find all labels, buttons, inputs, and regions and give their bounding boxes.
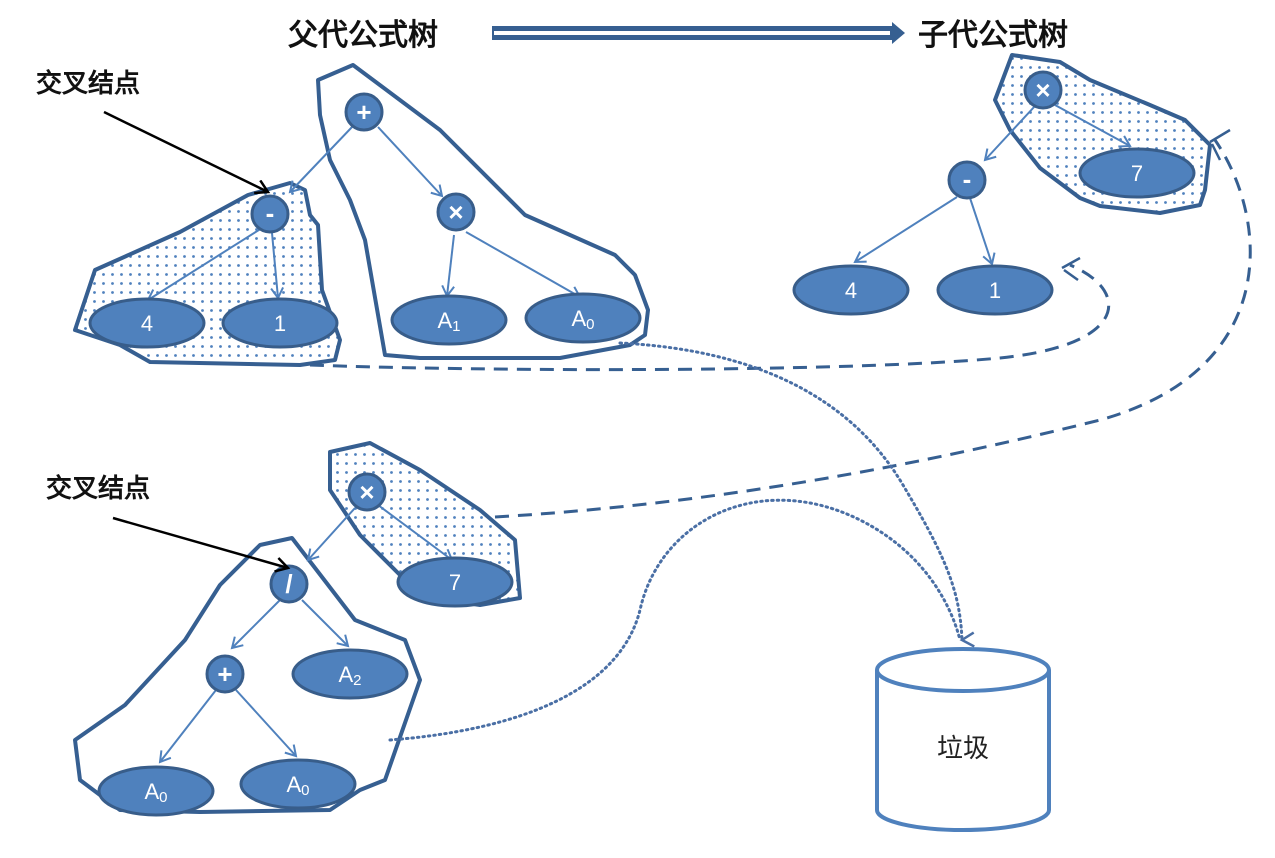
op-node-minus: - bbox=[250, 194, 290, 234]
double-arrow-right-icon bbox=[492, 22, 905, 44]
garbage-label: 垃圾 bbox=[937, 734, 989, 764]
leaf-node-4: 4 bbox=[88, 297, 206, 349]
crossover-tick-marks bbox=[1061, 128, 1231, 282]
op-node-divide: / bbox=[269, 564, 309, 604]
child-tree-label: 子代公式树 bbox=[918, 18, 1068, 53]
leaf-node-a2: A2 bbox=[291, 648, 409, 700]
svg-text:-: - bbox=[963, 164, 972, 194]
crossover-label-top: 交叉结点 bbox=[36, 68, 140, 99]
leaf-node-7: 7 bbox=[396, 556, 514, 608]
parent-tree-1: + - × 4 1 A1 A0 bbox=[73, 63, 650, 367]
dashed-connector-minus-subtree bbox=[309, 263, 1110, 372]
op-node-plus: + bbox=[205, 654, 245, 694]
op-node-plus: + bbox=[344, 92, 384, 132]
op-node-times: × bbox=[347, 472, 387, 512]
svg-text:7: 7 bbox=[1131, 161, 1143, 186]
op-node-times: × bbox=[436, 192, 476, 232]
garbage-bin-icon: 垃圾 bbox=[875, 647, 1051, 832]
parent-tree-2: × / + 7 A2 A0 A0 bbox=[73, 441, 522, 817]
svg-text:A0: A0 bbox=[144, 779, 167, 806]
leaf-node-a0-right: A0 bbox=[239, 758, 357, 810]
svg-text:A0: A0 bbox=[571, 306, 594, 333]
leaf-node-7: 7 bbox=[1078, 147, 1196, 199]
leaf-node-a0-left: A0 bbox=[97, 765, 215, 817]
crossover-arrow-bottom bbox=[112, 516, 288, 568]
parent-tree-label: 父代公式树 bbox=[288, 18, 438, 53]
svg-text:7: 7 bbox=[449, 570, 461, 595]
leaf-node-a1: A1 bbox=[390, 294, 508, 346]
svg-text:4: 4 bbox=[141, 311, 153, 336]
leaf-node-1: 1 bbox=[221, 297, 339, 349]
svg-text:/: / bbox=[285, 569, 292, 599]
dotted-connector-div-subtree-to-garbage bbox=[388, 498, 962, 742]
op-node-times: × bbox=[1023, 70, 1063, 110]
crossed-region-parent2 bbox=[73, 536, 422, 814]
svg-text:1: 1 bbox=[989, 278, 1001, 303]
op-node-minus: - bbox=[947, 160, 987, 200]
svg-text:×: × bbox=[359, 477, 374, 507]
dashed-connector-times-subtree bbox=[494, 139, 1252, 519]
leaf-node-4: 4 bbox=[792, 264, 910, 316]
svg-text:A2: A2 bbox=[338, 662, 361, 689]
dotted-connector-a0-to-garbage bbox=[618, 341, 975, 648]
leaf-node-a0: A0 bbox=[524, 292, 642, 344]
svg-text:+: + bbox=[356, 97, 371, 127]
kept-region-parent1 bbox=[316, 63, 650, 360]
svg-text:×: × bbox=[1035, 75, 1050, 105]
child-tree: × - 7 4 1 bbox=[792, 53, 1212, 316]
crossover-arrow-top bbox=[103, 110, 268, 192]
crossover-label-bottom: 交叉结点 bbox=[46, 473, 150, 504]
svg-text:A0: A0 bbox=[286, 772, 309, 799]
svg-text:×: × bbox=[448, 197, 463, 227]
svg-text:1: 1 bbox=[274, 311, 286, 336]
svg-text:-: - bbox=[266, 198, 275, 228]
svg-text:4: 4 bbox=[845, 278, 857, 303]
svg-text:+: + bbox=[217, 659, 232, 689]
leaf-node-1: 1 bbox=[936, 264, 1054, 316]
svg-text:A1: A1 bbox=[437, 308, 460, 335]
